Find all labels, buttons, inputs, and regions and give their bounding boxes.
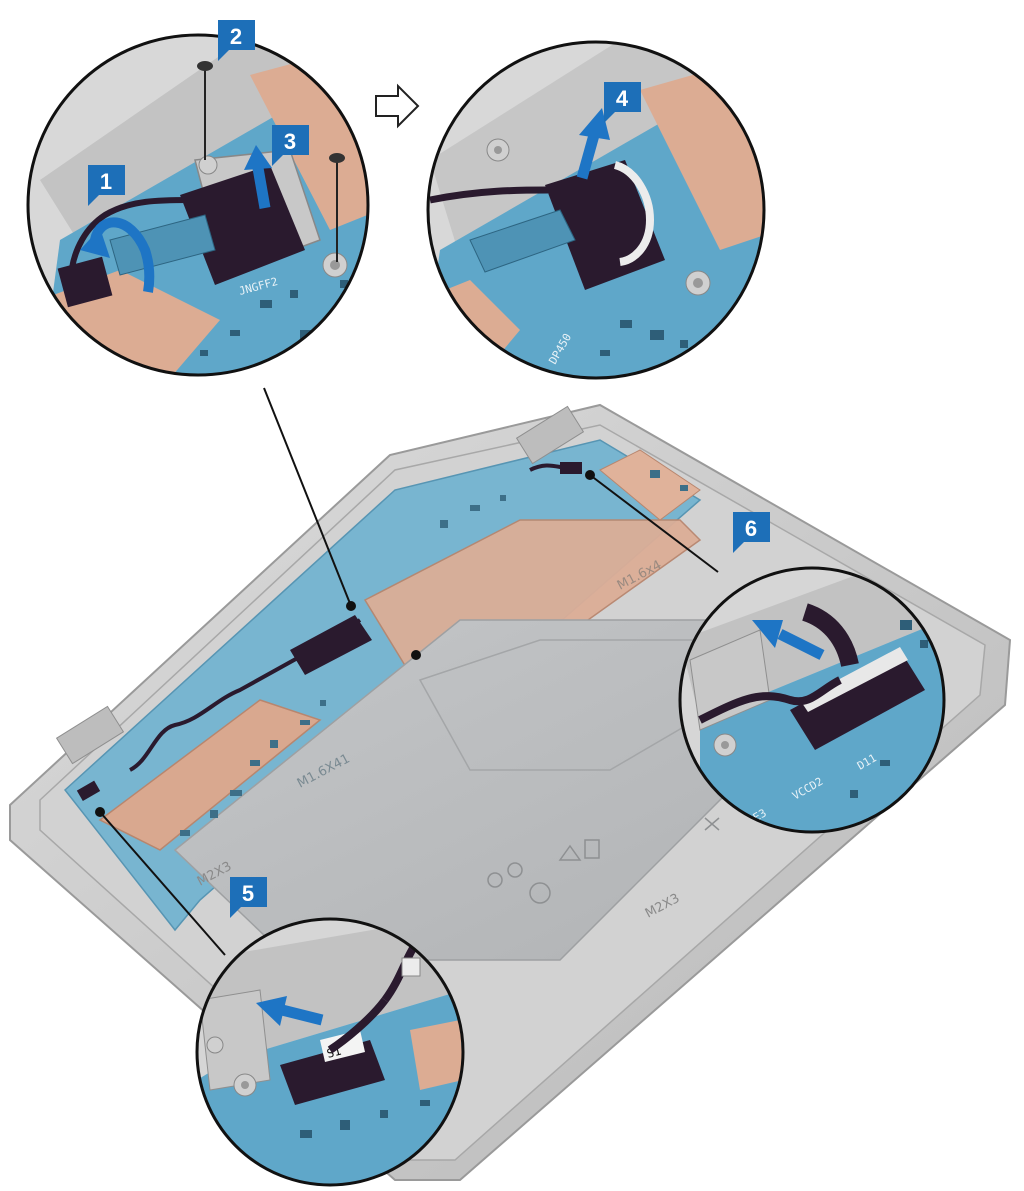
screw-icon xyxy=(197,61,213,160)
step-badge-5: 5 xyxy=(230,877,267,918)
camera-cable-connector xyxy=(560,462,582,474)
step-badge-6: 6 xyxy=(733,512,770,553)
display-cable-tape xyxy=(290,615,372,675)
detail-top-left: JNGFF2 xyxy=(26,33,370,377)
step-number: 6 xyxy=(745,516,757,541)
leader-lines xyxy=(99,387,719,956)
step-number: 1 xyxy=(100,169,112,194)
step-number: 3 xyxy=(284,129,296,154)
step-number: 5 xyxy=(242,881,254,906)
step-badge-4: 4 xyxy=(604,82,641,123)
board-components xyxy=(180,470,688,836)
detail-bottom-left: S1 xyxy=(195,917,465,1187)
right-hinge xyxy=(515,405,585,465)
lift-arrow-icon xyxy=(244,145,272,209)
step-badge-2: 2 xyxy=(218,20,255,61)
detail-right: VCCD2 D11 DE3 xyxy=(678,566,946,834)
screw-icon xyxy=(329,153,345,262)
lift-arrow-icon xyxy=(576,108,610,180)
callout-anchor-screw xyxy=(411,650,421,660)
next-arrow-icon xyxy=(375,83,420,129)
lift-arrow-icon xyxy=(752,620,825,660)
left-hinge xyxy=(55,705,125,765)
left-cable-connector xyxy=(76,780,101,802)
lift-arrow-icon xyxy=(256,996,324,1026)
rotate-arrow-icon xyxy=(90,217,155,293)
step-badge-1: 1 xyxy=(88,165,125,206)
battery-regulatory-marks xyxy=(487,817,720,904)
display-cable-main xyxy=(128,618,362,772)
step-number: 2 xyxy=(230,24,242,49)
detail-top-right: DP450 xyxy=(426,40,766,380)
step-number: 4 xyxy=(616,86,629,111)
copper-shield-top xyxy=(599,449,701,521)
ssd-shield xyxy=(98,699,322,851)
step-badge-3: 3 xyxy=(272,125,309,166)
